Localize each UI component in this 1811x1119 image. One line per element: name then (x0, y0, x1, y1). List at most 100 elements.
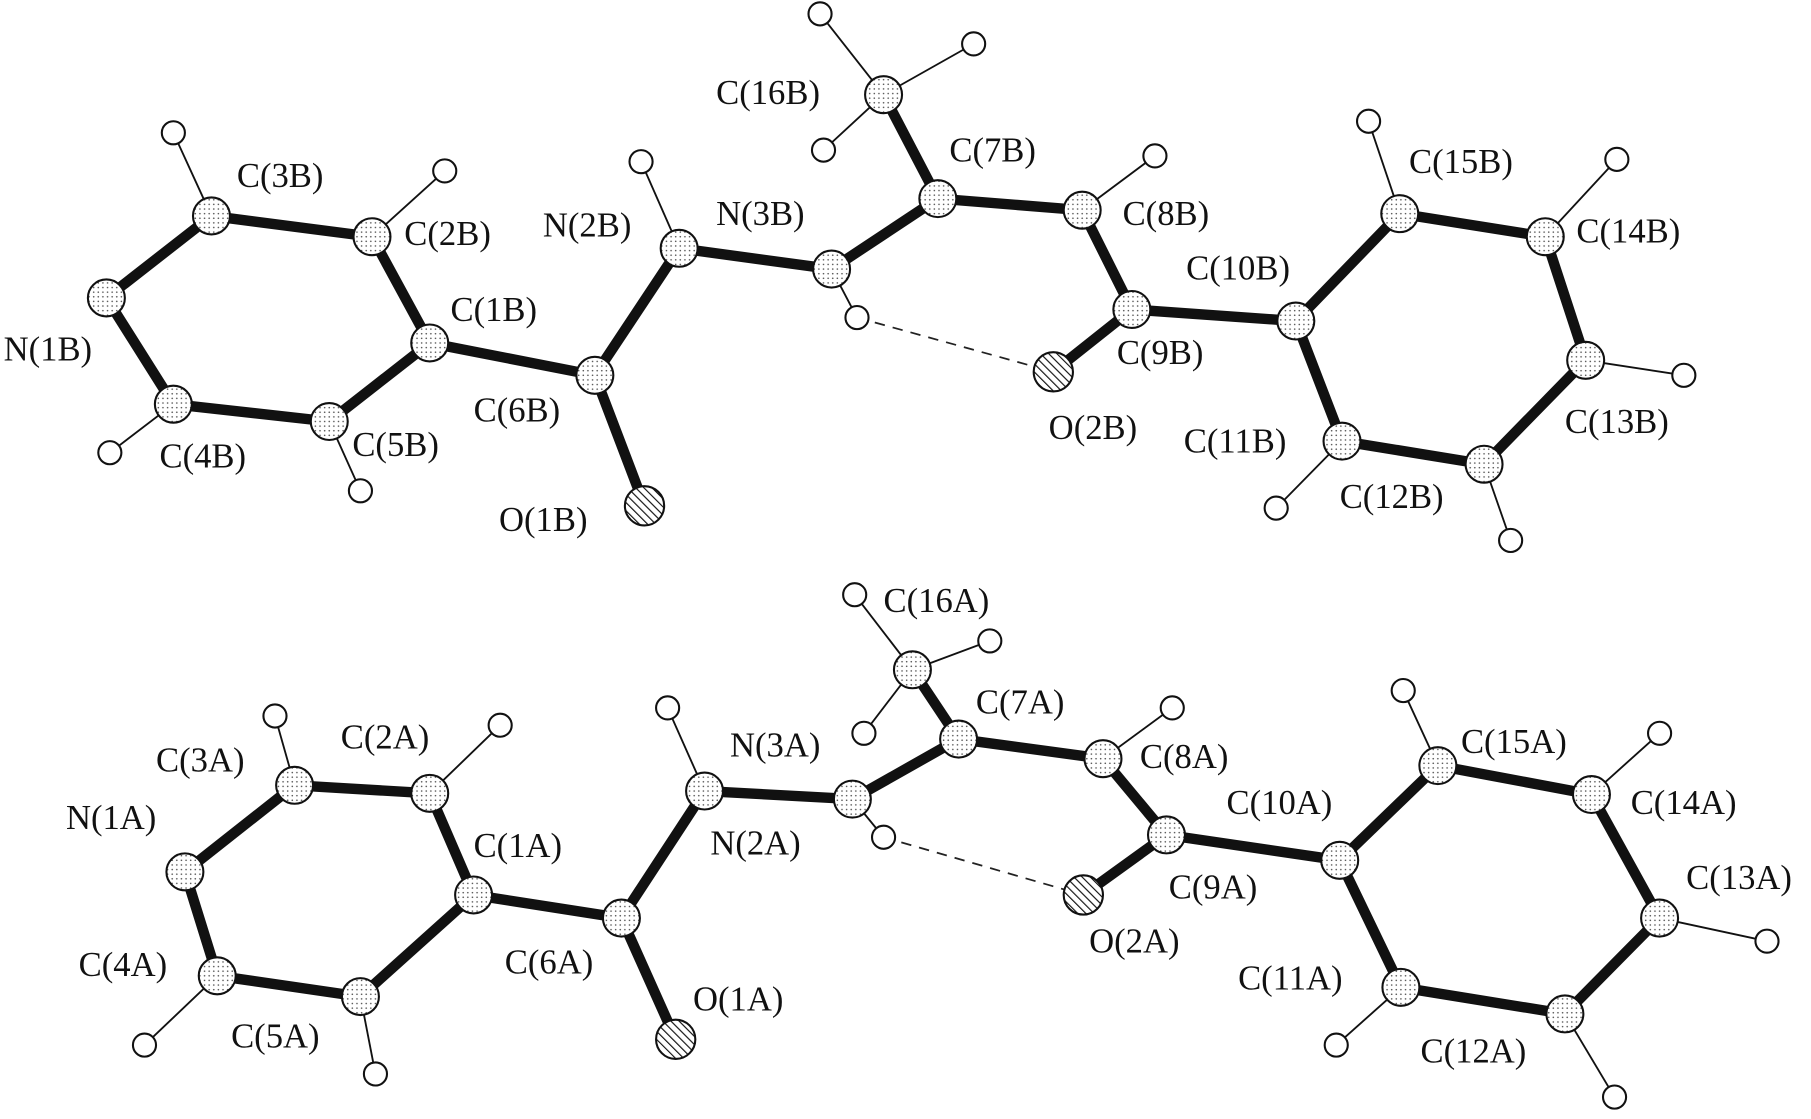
atom-label-C14B: C(14B) (1576, 213, 1680, 251)
hydrogen-atom (961, 31, 987, 57)
atom-C11B (1322, 421, 1362, 461)
hydrogen-atom (432, 158, 458, 184)
bond-C2B-C1B (366, 231, 435, 349)
atom-label-C2B: C(2B) (404, 215, 491, 253)
atom-label-N2B: N(2B) (543, 207, 631, 245)
atom-label-C3A: C(3A) (156, 741, 244, 779)
bond-C3B-C2B (206, 210, 378, 242)
bonds-layer (101, 13, 1768, 1098)
atom-label-C13A: C(13A) (1686, 859, 1792, 897)
atom-label-C2A: C(2A) (341, 718, 429, 756)
atom-C2A (410, 773, 450, 813)
hydrogen-atom (1601, 1084, 1628, 1110)
bond-C10A-C15A (1334, 760, 1444, 866)
hydrogen-atom (1263, 495, 1289, 521)
bond-C7A-C8A (953, 733, 1109, 764)
atom-C7A (939, 719, 979, 759)
atom-label-O1B: O(1B) (499, 501, 587, 539)
atom-label-C9A: C(9A) (1169, 868, 1257, 906)
hydrogen-atom (1390, 677, 1416, 704)
bond-C6A-O1A (616, 912, 681, 1045)
hydrogen-atom (1754, 928, 1780, 954)
atom-label-C7A: C(7A) (976, 684, 1064, 722)
atom-label-C5B: C(5B) (352, 426, 439, 464)
bond-C7B-C8B (932, 193, 1088, 216)
atom-C4B (153, 384, 193, 424)
hydrogen-atom (807, 1, 833, 27)
atom-label-C13B: C(13B) (1565, 403, 1669, 441)
bond-C6B-N2B (589, 243, 685, 381)
hydrogen-atom (487, 712, 513, 738)
atom-C12B (1464, 444, 1504, 484)
bond-N2A-N3A (699, 785, 858, 805)
atom-O2B (1032, 351, 1074, 393)
atom-N3B (812, 249, 852, 289)
hydrogen-atom (810, 137, 837, 163)
atom-label-C10A: C(10A) (1227, 784, 1333, 822)
hydrogen-atom (851, 720, 877, 746)
atom-O2A (1062, 874, 1105, 916)
atom-label-C12B: C(12B) (1340, 478, 1444, 516)
bond-C3A-C2A (289, 780, 435, 799)
hydrogen-atom (347, 478, 374, 504)
hydrogen-atom (1159, 695, 1185, 721)
atom-C8B (1062, 190, 1102, 230)
bond-N3B-C7B (826, 193, 944, 275)
bond-C6A-N2A (616, 785, 710, 924)
atom-label-C10B: C(10B) (1186, 249, 1290, 287)
atom-C13B (1566, 340, 1606, 380)
atom-C16B (864, 75, 904, 115)
hydrogen-atom (1671, 362, 1697, 388)
bond-C14B-C13B (1540, 231, 1591, 366)
bond-C15A-C14A (1432, 760, 1597, 800)
bond-C12B-C11B (1336, 435, 1490, 470)
bond-C10B-C15B (1290, 208, 1405, 327)
atom-C8A (1083, 739, 1123, 779)
atom-N2B (659, 228, 699, 268)
atom-label-C9B: C(9B) (1117, 334, 1204, 372)
bond-C7B-C16B (878, 89, 944, 204)
bond-C12A-C11A (1395, 982, 1571, 1020)
atom-label-C5A: C(5A) (231, 1017, 319, 1055)
atom-C14B (1525, 217, 1565, 257)
atom-label-C11A: C(11A) (1238, 960, 1343, 998)
atoms-layer (86, 1, 1780, 1110)
atom-label-O1A: O(1A) (693, 980, 783, 1018)
atom-C1B (410, 323, 450, 363)
atom-C7B (918, 179, 958, 219)
atom-label-N2A: N(2A) (710, 825, 800, 863)
bond-C9A-C10A (1161, 829, 1345, 866)
atom-label-O2B: O(2B) (1049, 409, 1137, 447)
atom-N3A (832, 779, 872, 819)
hydrogen-atom (1604, 146, 1630, 172)
atom-C15B (1380, 194, 1420, 234)
atom-C9A (1146, 815, 1187, 855)
hydrogen-atom (262, 703, 288, 729)
atom-C10B (1276, 301, 1316, 341)
hydrogen-atom (1323, 1032, 1349, 1058)
atom-label-C15A: C(15A) (1461, 723, 1567, 761)
atom-N1A (165, 852, 205, 892)
atom-C4A (197, 956, 237, 996)
bond-C14A-C13A (1586, 789, 1665, 924)
hydrogen-atom (655, 695, 681, 721)
atom-label-C8B: C(8B) (1123, 195, 1210, 233)
bond-C13A-C12A (1559, 912, 1665, 1020)
atom-label-O2A: O(2A) (1089, 923, 1179, 961)
hydrogen-atom (977, 628, 1003, 654)
hydrogen-atom (1355, 108, 1382, 134)
atom-O1A (655, 1018, 697, 1060)
atom-C3B (191, 196, 231, 236)
bond-C15B-C14B (1394, 208, 1551, 242)
atom-C16A (892, 650, 932, 690)
hydrogen-bond-b (856, 316, 1054, 373)
atom-label-C1A: C(1A) (474, 827, 562, 865)
atom-label-N3B: N(3B) (716, 195, 804, 233)
atom-C12A (1545, 994, 1585, 1034)
hydrogen-bond-a (883, 836, 1084, 896)
bond-N1B-C3B (101, 210, 217, 304)
atom-O1B (623, 485, 666, 527)
atom-label-C14A: C(14A) (1631, 784, 1737, 822)
atom-label-C8A: C(8A) (1140, 738, 1228, 776)
atom-label-N1A: N(1A) (66, 799, 156, 837)
